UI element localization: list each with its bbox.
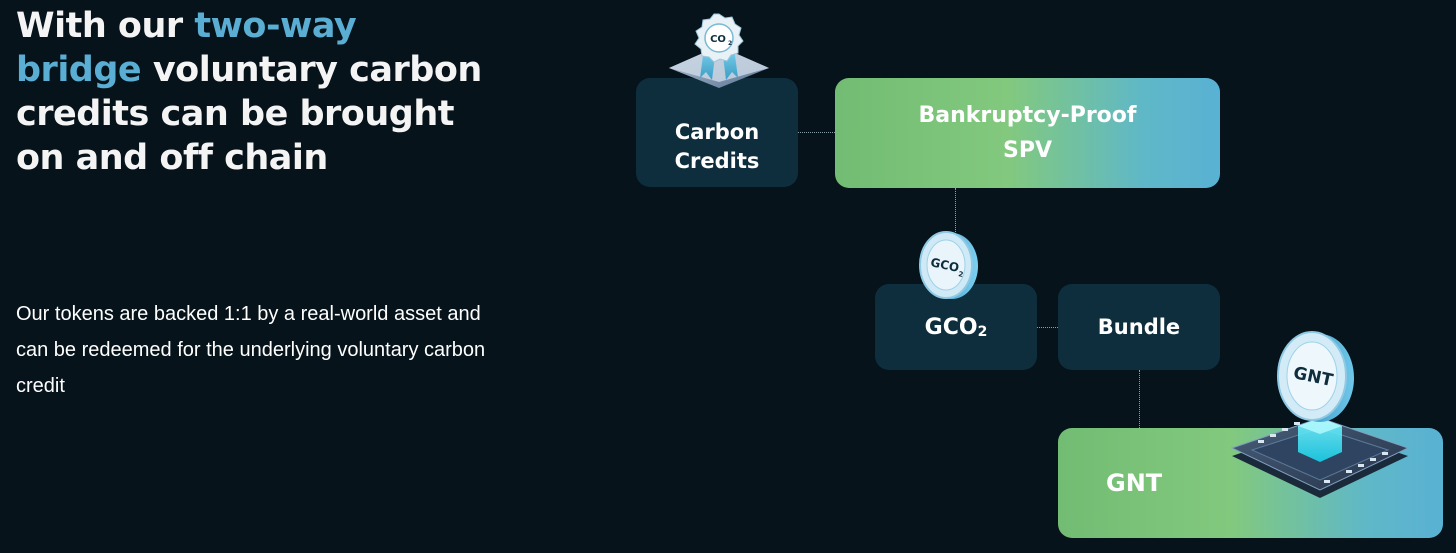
- connector-carbon-spv: [798, 132, 835, 133]
- bundle-label: Bundle: [1097, 315, 1181, 339]
- headline-rest: voluntary carbon credits can be brought …: [16, 50, 482, 178]
- spv-line1: Bankruptcy-Proof: [918, 103, 1137, 128]
- connector-bundle-gnt: [1139, 370, 1140, 428]
- node-bundle: Bundle: [1058, 284, 1220, 370]
- node-carbon-credits: Carbon Credits: [636, 78, 798, 187]
- svg-text:GCO: GCO: [929, 255, 960, 275]
- intro-panel: With our two-way bridge voluntary carbon…: [16, 4, 486, 397]
- body-text: Our tokens are backed 1:1 by a real-worl…: [16, 303, 486, 397]
- gco2-subscript: 2: [977, 324, 988, 340]
- carbon-credits-line2: Credits: [674, 148, 760, 173]
- svg-text:2: 2: [958, 270, 965, 279]
- connector-gco2-bundle: [1037, 327, 1058, 328]
- node-bankruptcy-proof-spv: Bankruptcy-Proof SPV: [835, 78, 1220, 188]
- gnt-coin-on-chip-icon: GNT: [1228, 330, 1413, 502]
- headline-prefix: With our: [16, 6, 195, 46]
- co2-badge-text: CO: [710, 34, 726, 45]
- gnt-label: GNT: [1106, 469, 1163, 497]
- gco2-coin-icon: GCO 2: [912, 228, 984, 304]
- spv-line2: SPV: [1002, 138, 1052, 163]
- gco2-label: GCO: [924, 314, 978, 340]
- headline: With our two-way bridge voluntary carbon…: [16, 4, 486, 180]
- carbon-credits-line1: Carbon: [674, 119, 760, 144]
- connector-spv-gco2: [955, 188, 956, 238]
- co2-certificate-badge-icon: CO 2: [664, 8, 774, 88]
- headline-accent: two-way bridge: [16, 6, 357, 90]
- svg-text:2: 2: [728, 40, 732, 47]
